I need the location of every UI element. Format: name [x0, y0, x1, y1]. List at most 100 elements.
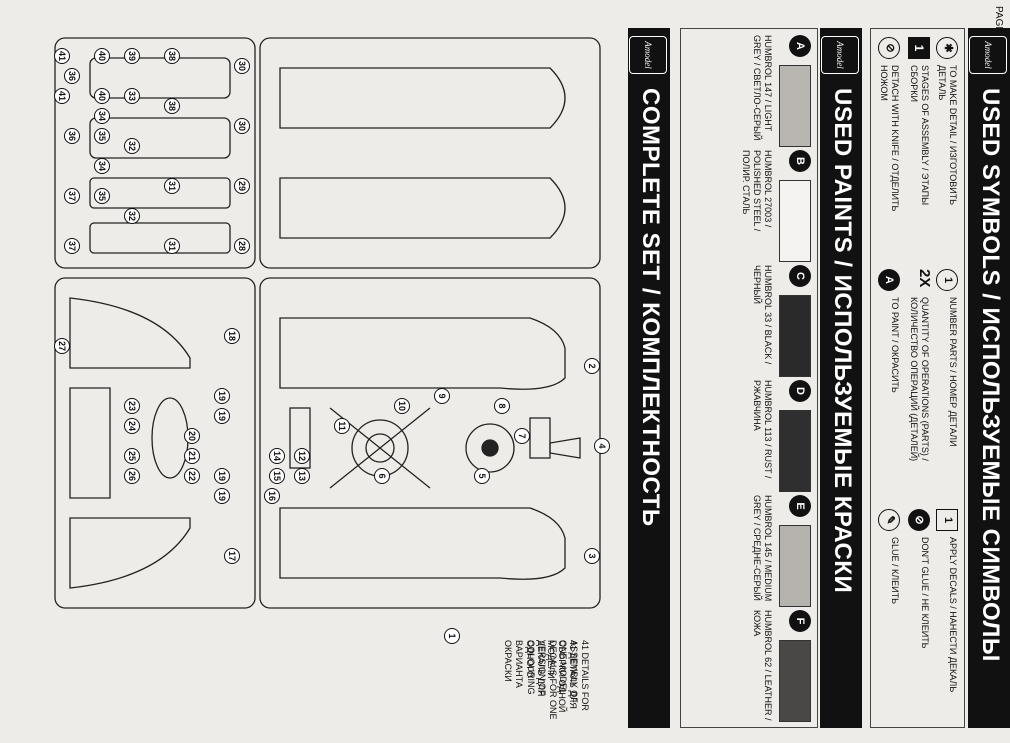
part-number: 24	[124, 418, 140, 434]
complete-set-notes: 41 DETAILS FOR ASSEMBLY OF ONE MODEL 41 …	[50, 640, 610, 720]
number-circle-icon: 1	[936, 269, 958, 291]
paint-a: A HUMBROL 147 / LIGHT GREY / СВЕТЛО-СЕРЫ…	[681, 35, 811, 150]
strut-part	[89, 222, 231, 254]
part-number: 34	[94, 158, 110, 174]
symbol-text: TO PAINT / ОКРАСИТЬ	[890, 297, 900, 393]
part-number: 36	[64, 68, 80, 84]
part-number: 32	[124, 138, 140, 154]
part-number: 4	[594, 438, 610, 454]
paint-b: B HUMBROL 27003 / POLISHED STEEL / ПОЛИР…	[681, 150, 811, 265]
part-number: 39	[124, 48, 140, 64]
part-number: 34	[94, 108, 110, 124]
symbol-text: GLUE / КЛЕИТЬ	[890, 537, 900, 605]
sprue-frame-c	[54, 37, 256, 269]
paint-name: HUMBROL 33 / BLACK / ЧЕРНЫЙ	[752, 265, 773, 365]
part-number: 7	[514, 428, 530, 444]
paint-swatch	[779, 295, 811, 377]
decal-icon: 1	[936, 509, 958, 531]
part-number: 19	[214, 388, 230, 404]
paint-name: HUMBROL 147 / LIGHT GREY / СВЕТЛО-СЕРЫЙ	[752, 35, 773, 141]
part-number: 35	[94, 188, 110, 204]
part-number: 26	[124, 468, 140, 484]
engine-hub	[481, 439, 499, 457]
part-number: 18	[224, 328, 240, 344]
cowling-center	[365, 433, 395, 463]
paint-a-icon: A	[878, 269, 900, 291]
part-number: 19	[214, 408, 230, 424]
part-number: 23	[124, 398, 140, 414]
small-part	[529, 417, 551, 459]
part-number: 8	[494, 398, 510, 414]
paint-swatch	[779, 65, 811, 147]
symbol-text: QUANTITY OF OPERATIONS (PARTS) / КОЛИЧЕС…	[909, 297, 930, 462]
part-number: 33	[124, 88, 140, 104]
symbol-text: DON'T GLUE / НЕ КЛЕИТЬ	[920, 537, 930, 649]
knife-icon: ⊘	[878, 37, 900, 59]
amodel-logo: Amodel	[629, 36, 667, 74]
glue-icon: ✎	[878, 509, 900, 531]
sprue-diagram: 1 2 3 4 5 6 7 8 9 10 11 12 13 14 15 16 1…	[50, 28, 621, 644]
part-number: 16	[264, 488, 280, 504]
paint-swatch	[779, 525, 811, 607]
symbol-text: TO MAKE DETAIL / ИЗГОТОВИТЬ ДЕТАЛЬ	[937, 65, 958, 206]
part-number: 38	[164, 48, 180, 64]
part-number: 13	[294, 468, 310, 484]
engine-cylinders	[465, 423, 515, 473]
part-number: 30	[234, 118, 250, 134]
paint-swatch	[779, 180, 811, 262]
part-number: 19	[214, 488, 230, 504]
part-number: 37	[64, 188, 80, 204]
paint-name: HUMBROL 27003 / POLISHED STEEL / ПОЛИР. …	[741, 150, 773, 232]
paints-header: Amodel USED PAINTS / ИСПОЛЬЗУЕМЫЕ КРАСКИ	[820, 28, 862, 728]
part-number: 38	[164, 98, 180, 114]
part-number: 9	[434, 388, 450, 404]
float-part	[89, 117, 231, 159]
note-line: ДЕКАЛЬ ДЛЯ ОДНОГО ВАРИАНТА ОКРАСКИ	[503, 640, 546, 697]
paint-letter: A	[789, 35, 811, 57]
paint-e: E HUMBROL 145 / MEDIUM GREY / СРЕДНЕ-СЕР…	[681, 495, 811, 610]
part-number: 28	[234, 238, 250, 254]
complete-set-header: Amodel COMPLETE SET / КОМПЛЕКТНОСТЬ	[628, 28, 670, 728]
paint-letter: F	[789, 610, 811, 632]
part-number: 35	[94, 128, 110, 144]
paint-letter: C	[789, 265, 811, 287]
part-number: 15	[269, 468, 285, 484]
part-number: 12	[294, 448, 310, 464]
canopy-part	[151, 397, 189, 479]
circle-dashed-icon: ✱	[936, 37, 958, 59]
amodel-logo: Amodel	[821, 36, 859, 74]
sprue-drawing	[54, 37, 621, 609]
complete-set-title: COMPLETE SET / КОМПЛЕКТНОСТЬ	[637, 88, 664, 527]
part-number: 3	[584, 548, 600, 564]
part-number: 31	[164, 238, 180, 254]
stage-square-icon: 1	[908, 37, 930, 59]
part-number: 31	[164, 178, 180, 194]
paint-swatch	[779, 640, 811, 722]
amodel-logo: Amodel	[969, 36, 1007, 74]
paint-d: D HUMBROL 113 / RUST / РЖАВЧИНА	[681, 380, 811, 495]
wing-lower-left	[69, 297, 191, 369]
part-number: 29	[234, 178, 250, 194]
part-number: 25	[124, 448, 140, 464]
symbols-header: Amodel USED SYMBOLS / ИСПОЛЬЗУЕМЫЕ СИМВО…	[968, 28, 1010, 728]
sprue-frame-d	[259, 37, 601, 269]
part-number: 1	[444, 628, 460, 644]
paint-name: HUMBROL 113 / RUST / РЖАВЧИНА	[752, 380, 773, 479]
part-number: 32	[124, 208, 140, 224]
part-number: 30	[234, 58, 250, 74]
part-number: 11	[334, 418, 350, 434]
symbol-text: DETACH WITH KNIFE / ОТДЕЛИТЬ НОЖОМ	[879, 65, 900, 212]
strut-part	[89, 177, 231, 209]
paint-c: C HUMBROL 33 / BLACK / ЧЕРНЫЙ	[681, 265, 811, 380]
part-number: 10	[394, 398, 410, 414]
symbol-text: STAGES OF ASSEMBLY / ЭТАПЫ СБОРКИ	[909, 65, 930, 206]
repeat-icon: 2X	[916, 269, 933, 288]
part-number: 41	[54, 88, 70, 104]
part-number: 2	[584, 358, 600, 374]
wing-lower-right	[69, 517, 191, 589]
paint-name: HUMBROL 62 / LEATHER / КОЖА	[752, 610, 773, 721]
paint-letter: E	[789, 495, 811, 517]
part-number: 27	[54, 338, 70, 354]
paint-f: F HUMBROL 62 / LEATHER / КОЖА	[681, 610, 811, 725]
